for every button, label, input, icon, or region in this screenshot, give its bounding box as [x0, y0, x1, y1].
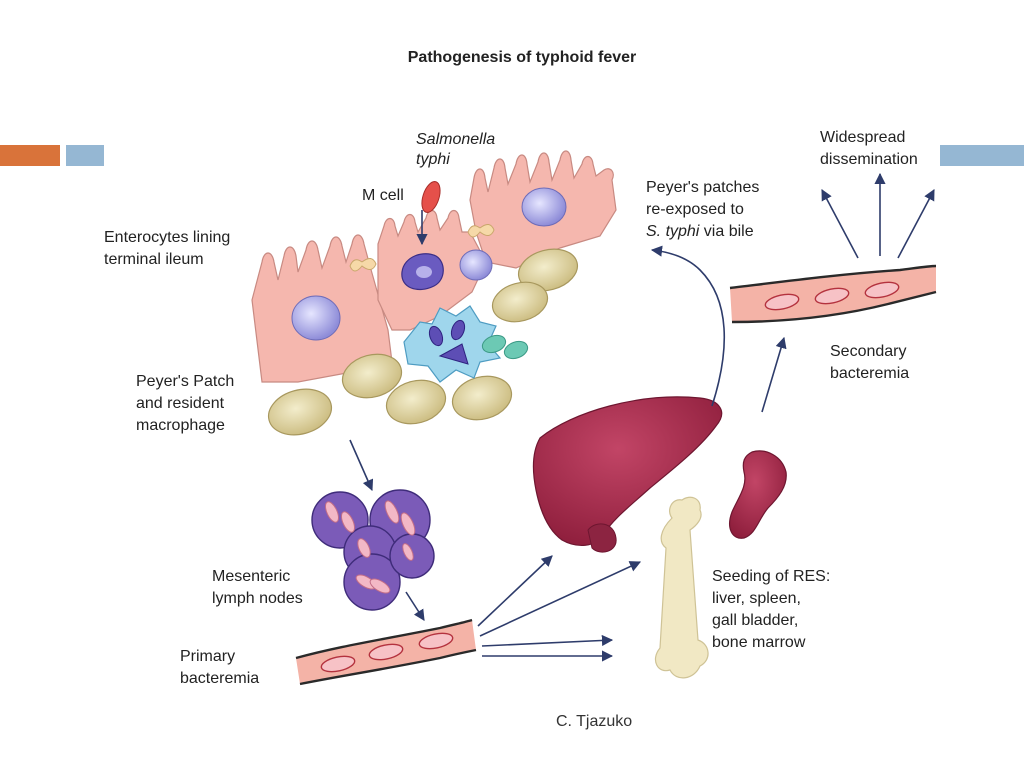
accent-bar-blue-left [66, 145, 104, 166]
salmonella-bacterium [421, 181, 441, 213]
arrow-to-liver [477, 555, 553, 627]
label-s-typhi: S. typhi [646, 223, 700, 240]
primary-bacteremia-vessel [295, 618, 477, 686]
m-cell-inner [416, 266, 432, 278]
label-secondary-2: bacteremia [830, 365, 909, 382]
arrow-to-marrow [481, 634, 614, 647]
spleen [729, 450, 787, 539]
teal-cell [481, 334, 507, 354]
label-via-bile: via bile [699, 223, 753, 240]
label-mesenteric-1: Mesenteric [212, 568, 290, 585]
follicle-cell [267, 388, 333, 436]
label-peyers-3: macrophage [136, 417, 225, 434]
arrow-dissem-left [821, 189, 859, 259]
accent-bar-blue-right [940, 145, 1024, 166]
secondary-bacteremia-vessel [729, 264, 937, 324]
follicle-cell [385, 379, 447, 425]
label-res-4: bone marrow [712, 634, 806, 651]
label-widespread-2: dissemination [820, 151, 918, 168]
label-widespread-1: Widespread [820, 129, 905, 146]
label-reexposed-3: S. typhi via bile [646, 223, 754, 240]
label-salmonella: Salmonella [416, 131, 495, 148]
label-m-cell: M cell [362, 187, 404, 204]
arrow-dissem-right [897, 189, 935, 259]
bone-marrow [655, 496, 709, 679]
author-credit: C. Tjazuko [556, 713, 632, 730]
label-enterocytes-1: Enterocytes lining [104, 229, 230, 246]
label-res-1: Seeding of RES: [712, 568, 830, 585]
arrow-to-bone [479, 561, 642, 637]
arrow-to-primary [405, 591, 425, 621]
label-enterocytes-2: terminal ileum [104, 251, 204, 268]
gall-bladder [587, 523, 617, 553]
peyers-patch-cells [267, 248, 579, 436]
follicle-cell [341, 353, 403, 399]
nucleus-right [521, 187, 567, 227]
label-primary-1: Primary [180, 648, 235, 665]
label-reexposed-2: re-exposed to [646, 201, 744, 218]
follicle-cell [451, 375, 513, 421]
nucleus-left [291, 295, 341, 341]
follicle-cell [491, 281, 549, 323]
teal-cell [503, 340, 529, 360]
label-res-2: liver, spleen, [712, 590, 801, 607]
accent-bar-orange [0, 145, 60, 166]
label-reexposed-1: Peyer's patches [646, 179, 759, 196]
nucleus-middle [459, 249, 493, 281]
macrophage-bacteria [428, 319, 469, 365]
tight-junction-right [467, 224, 495, 238]
liver [532, 396, 723, 546]
label-secondary-1: Secondary [830, 343, 907, 360]
diagram-title: Pathogenesis of typhoid fever [408, 49, 636, 66]
label-peyers-1: Peyer's Patch [136, 373, 234, 390]
arrow-bile [650, 245, 726, 407]
mesenteric-lymph-nodes [311, 489, 435, 611]
label-res-3: gall bladder, [712, 612, 798, 629]
label-primary-2: bacteremia [180, 670, 259, 687]
arrow-to-lymph [349, 439, 374, 492]
follicle-cell [517, 248, 579, 292]
tight-junction-left [349, 258, 377, 272]
label-typhi: typhi [416, 151, 450, 168]
arrow-to-secondary [761, 336, 787, 413]
label-mesenteric-2: lymph nodes [212, 590, 303, 607]
label-peyers-2: and resident [136, 395, 225, 412]
